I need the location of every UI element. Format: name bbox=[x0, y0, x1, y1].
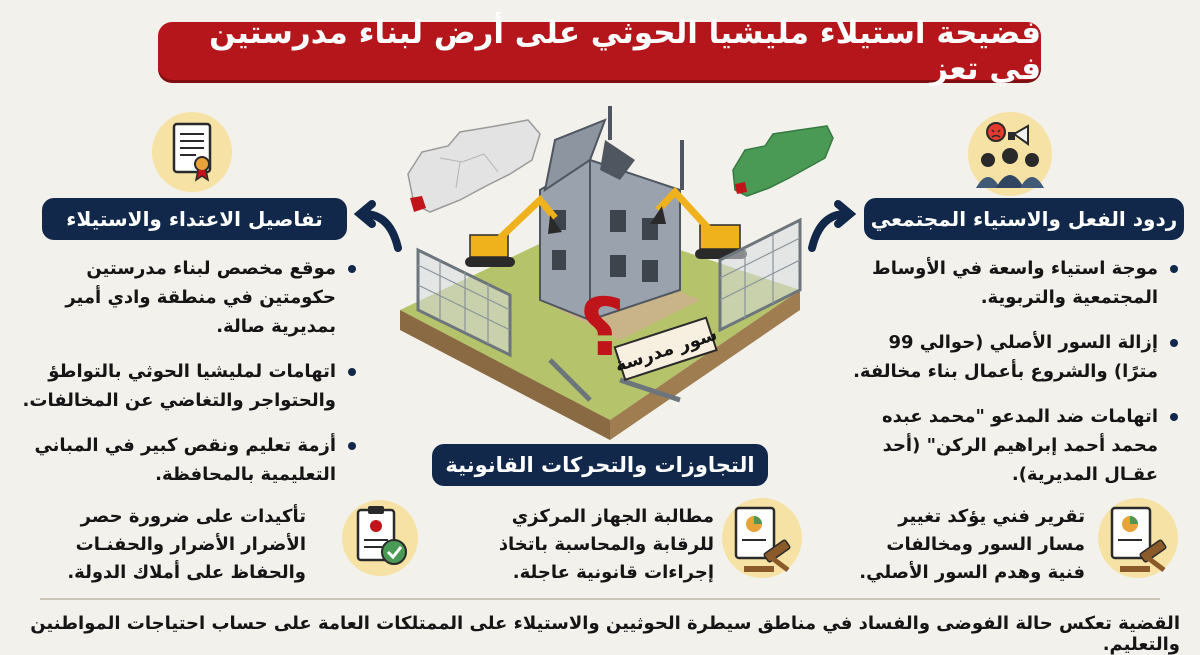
arrow-left-icon bbox=[353, 200, 402, 252]
list-item: موجة استياء واسعة في الأوساط المجتمعية و… bbox=[850, 254, 1180, 312]
attack-details-list: موقع مخصص لبناء مدرستين حكومتين في منطقة… bbox=[18, 254, 358, 489]
footer-divider bbox=[40, 598, 1160, 600]
bottom-item-state-assets: تأكيدات على ضرورة حصر الأضرار الأضرار وا… bbox=[67, 506, 306, 583]
page-title: فضيحة استيلاء مليشيا الحوثي على أرض لبنا… bbox=[158, 15, 1041, 87]
footer-summary: القضية تعكس حالة الفوضى والفساد في مناطق… bbox=[30, 613, 1180, 655]
gavel-report-icon-2 bbox=[1098, 498, 1178, 578]
checklist-approve-icon bbox=[342, 500, 418, 576]
list-item: أزمة تعليم ونقص كبير في المباني التعليمي… bbox=[18, 431, 358, 489]
heading-legal-violations: التجاوزات والتحركات القانونية bbox=[432, 444, 768, 486]
certificate-icon bbox=[152, 112, 232, 192]
yemen-map-gray bbox=[400, 112, 550, 222]
gavel-report-icon bbox=[722, 498, 802, 578]
construction-site-illustration: ؟ سور مدرسة bbox=[390, 100, 810, 440]
heading-community-reaction: ردود الفعل والاستياء المجتمعي bbox=[864, 198, 1184, 240]
protest-crowd-icon bbox=[968, 112, 1052, 196]
arrow-right-icon bbox=[808, 200, 857, 252]
community-reaction-list: موجة استياء واسعة في الأوساط المجتمعية و… bbox=[850, 254, 1180, 489]
list-item: موقع مخصص لبناء مدرستين حكومتين في منطقة… bbox=[18, 254, 358, 341]
heading-attack-details: تفاصيل الاعتداء والاستيلاء bbox=[42, 198, 347, 240]
list-item: اتهامات لمليشيا الحوثي بالتواطؤ والحتواج… bbox=[18, 357, 358, 415]
list-item: إزالة السور الأصلي (حوالي 99 مترًا) والش… bbox=[850, 328, 1180, 386]
yemen-map-green bbox=[727, 122, 837, 202]
list-item: اتهامات ضد المدعو "محمد عبده محمد أحمد إ… bbox=[850, 402, 1180, 489]
bottom-item-legal-demand: مطالبة الجهاز المركزي للرقابة والمحاسبة … bbox=[498, 506, 714, 583]
bottom-item-technical-report: تقرير فني يؤكد تغيير مسار السور ومخالفات… bbox=[859, 506, 1085, 583]
